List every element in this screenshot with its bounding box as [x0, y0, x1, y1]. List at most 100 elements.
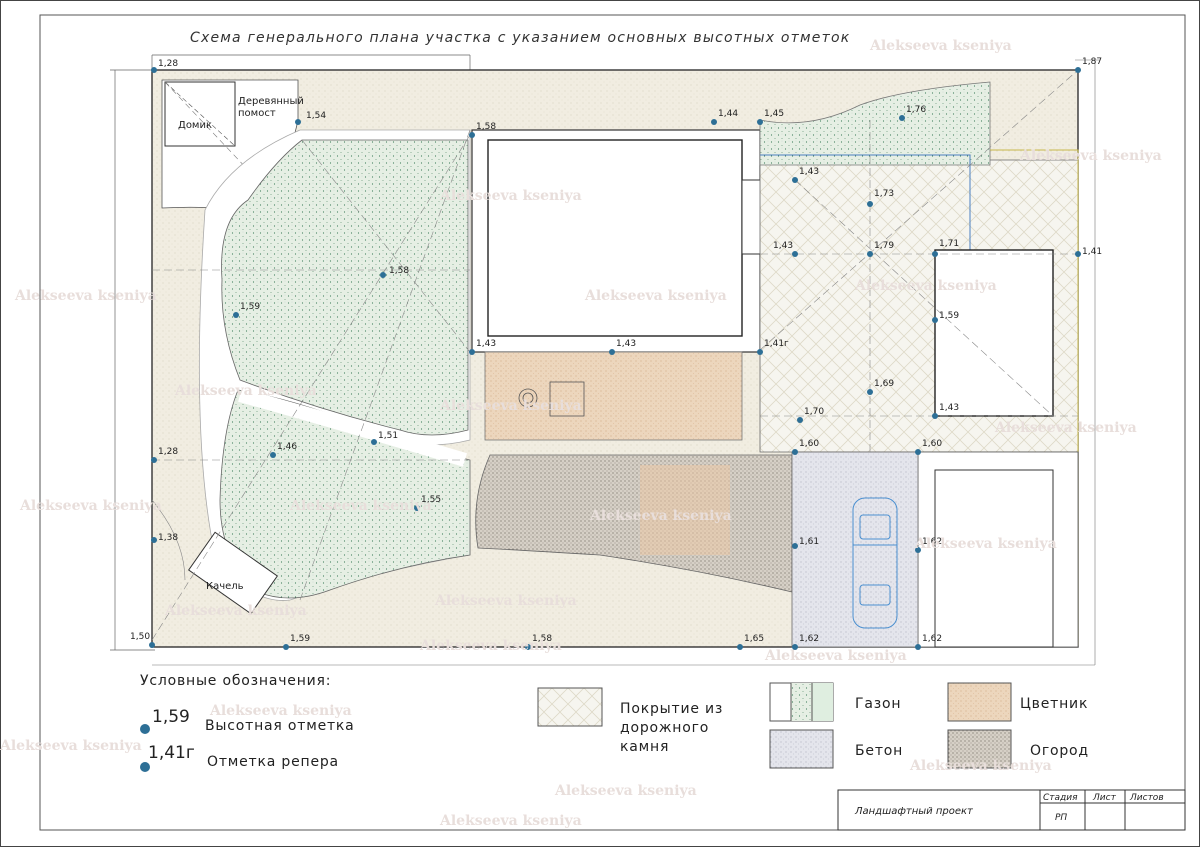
stamp-col-sheet: Лист — [1092, 793, 1117, 803]
elevation-label: 1,59 — [290, 634, 310, 644]
plan-title: Схема генерального плана участка с указа… — [190, 30, 850, 46]
elevation-dot — [792, 449, 798, 455]
watermark-text: Alekseeva kseniya — [289, 498, 432, 514]
watermark-text: Alekseeva kseniya — [909, 758, 1052, 774]
elevation-label: 1,73 — [874, 189, 894, 199]
legend-elev-sample: 1,59 — [152, 707, 190, 727]
elevation-label: 1,43 — [773, 241, 793, 251]
stamp-project: Ландшафтный проект — [854, 806, 974, 817]
legend-paving-2: дорожного — [620, 720, 709, 736]
elevation-dot — [283, 644, 289, 650]
watermark-text: Alekseeva kseniya — [554, 783, 697, 799]
legend-paving-1: Покрытие из — [620, 701, 723, 717]
elevation-dot — [757, 119, 763, 125]
deck-label-2: помост — [238, 108, 276, 119]
elevation-dot — [414, 505, 420, 511]
elevation-label: 1,41г — [764, 339, 789, 349]
elevation-label: 1,65 — [744, 634, 764, 644]
elevation-dot — [1075, 251, 1081, 257]
legend-concrete-label: Бетон — [855, 743, 903, 759]
elevation-label: 1,43 — [799, 167, 819, 177]
elevation-dot — [757, 349, 763, 355]
dimension-left — [110, 69, 155, 651]
elevation-dot — [151, 457, 157, 463]
elevation-label: 1,79 — [874, 241, 894, 251]
swing — [187, 531, 279, 615]
watermark-text: Alekseeva kseniya — [419, 638, 562, 654]
lawn-upper — [221, 139, 469, 436]
small-house — [164, 81, 236, 147]
elevation-dot — [270, 452, 276, 458]
elevation-label: 1,55 — [421, 495, 441, 505]
flowerbed-square — [549, 381, 585, 417]
watermark-text: Alekseeva kseniya — [869, 38, 1012, 54]
elevation-dot — [371, 439, 377, 445]
elevation-label: 1,46 — [277, 442, 297, 452]
elevation-label: 1,60 — [922, 439, 942, 449]
legend-flower-swatch — [947, 682, 1012, 722]
elevation-label: 1,28 — [158, 59, 178, 69]
swing-label: Качель — [206, 581, 244, 592]
elevation-label: 1,38 — [158, 533, 178, 543]
elevation-label: 1,70 — [804, 407, 824, 417]
legend-bench-sample: 1,41г — [148, 743, 195, 763]
elevation-dot — [469, 132, 475, 138]
garden-bed — [640, 465, 730, 555]
watermark-text: Alekseeva kseniya — [439, 188, 582, 204]
elevation-label: 1,54 — [306, 111, 326, 121]
legend-garden-swatch — [947, 729, 1012, 769]
elevation-dot — [792, 543, 798, 549]
elevation-label: 1,62 — [799, 634, 819, 644]
watermark-text: Alekseeva kseniya — [209, 703, 352, 719]
elevation-label: 1,41 — [1082, 247, 1102, 257]
elevation-label: 1,71 — [939, 239, 959, 249]
elevation-label: 1,76 — [906, 105, 926, 115]
elevation-dot — [797, 417, 803, 423]
elevation-points — [149, 67, 1081, 650]
watermark-text: Alekseeva kseniya — [994, 420, 1137, 436]
watermark-text: Alekseeva kseniya — [589, 508, 732, 524]
elevation-label: 1,43 — [476, 339, 496, 349]
legend-lawn-swatch — [769, 682, 834, 722]
elevation-dot — [151, 67, 157, 73]
watermark-text: Alekseeva kseniya — [19, 498, 162, 514]
elevation-label: 1,59 — [240, 302, 260, 312]
elevation-label: 1,61 — [799, 537, 819, 547]
elevation-label: 1,50 — [130, 632, 150, 642]
elevation-label: 1,87 — [1082, 57, 1102, 67]
elevation-dot — [932, 317, 938, 323]
elevation-dot — [915, 547, 921, 553]
garage-upper — [934, 249, 1054, 417]
elevation-label: 1,59 — [939, 311, 959, 321]
elevation-dot — [867, 251, 873, 257]
small-house-label: Домик — [178, 120, 212, 131]
legend-elev-label: Высотная отметка — [205, 718, 355, 734]
title-block — [837, 789, 1186, 831]
elevation-dot — [867, 389, 873, 395]
elevation-label: 1,62 — [922, 634, 942, 644]
elevation-dot — [792, 644, 798, 650]
elevation-dot — [915, 449, 921, 455]
elevation-dot — [295, 119, 301, 125]
elevation-label: 1,58 — [532, 634, 552, 644]
watermark-text: Alekseeva kseniya — [164, 603, 307, 619]
lawn-top-right — [759, 81, 991, 166]
legend-flower-label: Цветник — [1020, 696, 1088, 712]
elevation-label: 1,43 — [939, 403, 959, 413]
elevation-label: 1,62 — [922, 537, 942, 547]
elevation-dot — [932, 413, 938, 419]
elevation-dot — [737, 644, 743, 650]
elevation-label: 1,43 — [616, 339, 636, 349]
car-icon — [852, 497, 898, 629]
watermark-text: Alekseeva kseniya — [0, 738, 142, 754]
elevation-label: 1,44 — [718, 109, 738, 119]
watermark-text: Alekseeva kseniya — [764, 648, 907, 664]
deck-label-1: Деревянный — [238, 96, 304, 107]
legend-elev-dot — [140, 724, 150, 734]
elevation-dot — [380, 272, 386, 278]
legend-title: Условные обозначения: — [140, 673, 331, 689]
main-house — [487, 139, 743, 337]
